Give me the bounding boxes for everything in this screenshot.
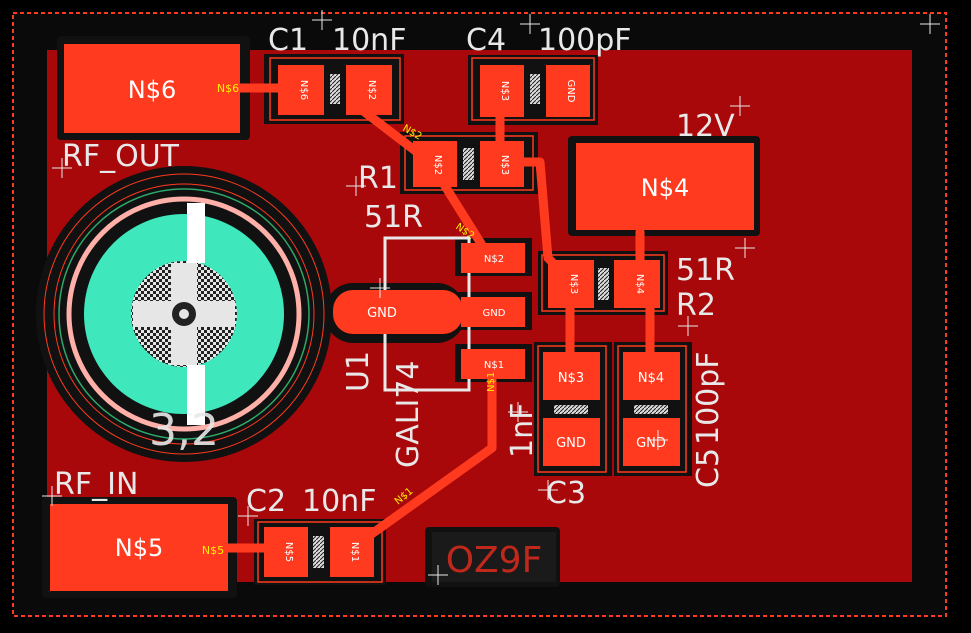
net-label-n6: N$6 — [217, 82, 239, 95]
label-c4: C4 — [466, 23, 506, 58]
r2-pad-b: N$4 — [634, 274, 645, 294]
c2-pad-b: N$1 — [349, 542, 360, 562]
component-c3[interactable]: N$3 GND — [537, 345, 607, 473]
label-c5: C5 — [691, 448, 726, 488]
component-c2[interactable]: N$5 N$1 — [257, 521, 383, 583]
label-c5-value: 100pF — [691, 351, 726, 445]
label-r2: R2 — [676, 288, 716, 323]
v12-connector[interactable]: N$4 — [576, 143, 754, 230]
logo-oz9f: OZ9F — [432, 532, 556, 582]
mount-hole-label: 3,2 — [149, 405, 219, 456]
c5-pad-b: GND — [636, 436, 666, 451]
c4-pad-b: GND — [565, 80, 576, 103]
label-c4-value: 100pF — [538, 23, 632, 58]
component-c5[interactable]: N$4 GND — [617, 345, 687, 473]
label-r2-value: 51R — [676, 253, 735, 288]
u1-pad-out: N$1 — [484, 360, 504, 371]
mounting-hole[interactable]: 3,2 — [43, 173, 325, 456]
component-u1[interactable]: GND N$2 GND N$1 — [333, 236, 525, 392]
component-c1[interactable]: N$6 N$2 — [269, 57, 401, 121]
label-c3: C3 — [546, 476, 586, 511]
r2-pad-a: N$3 — [568, 274, 579, 294]
label-c2-value: 10nF — [302, 484, 376, 519]
label-u1: U1 — [341, 351, 376, 392]
c4-pad-a: N$3 — [499, 81, 510, 101]
label-r1: R1 — [358, 161, 398, 196]
label-c3-value: 1nF — [505, 403, 540, 458]
net-label-n1: N$1 — [486, 372, 497, 392]
c5-pad-a: N$4 — [638, 371, 664, 386]
logo-text: OZ9F — [446, 540, 543, 581]
label-rf-in: RF_IN — [54, 467, 138, 502]
origin-crosshairs — [42, 10, 940, 585]
r1-pad-a: N$2 — [432, 155, 443, 175]
u1-pad-gnd: GND — [483, 308, 506, 319]
v12-pad-label: N$4 — [641, 174, 690, 202]
label-c1: C1 — [268, 23, 308, 58]
trace-n1 — [347, 357, 497, 553]
r1-pad-b: N$3 — [499, 155, 510, 175]
rf-out-connector[interactable]: N$6 N$6 — [64, 44, 240, 133]
rf-in-connector[interactable]: N$5 N$5 — [50, 504, 228, 591]
u1-pad-gnd-big: GND — [367, 306, 397, 321]
label-12v: 12V — [676, 109, 735, 144]
c3-pad-b: GND — [556, 436, 586, 451]
c3-pad-a: N$3 — [558, 371, 584, 386]
label-r1-value: 51R — [364, 200, 423, 235]
rf-in-pad-label: N$5 — [115, 534, 164, 562]
label-rf-out: RF_OUT — [62, 139, 180, 174]
c1-pad-a: N$6 — [298, 80, 309, 100]
label-c2: C2 — [246, 484, 286, 519]
rf-out-pad-label: N$6 — [128, 76, 177, 104]
c1-pad-b: N$2 — [366, 80, 377, 100]
component-c4[interactable]: N$3 GND — [471, 57, 595, 121]
c2-pad-a: N$5 — [283, 542, 294, 562]
label-u1-value: GALI74 — [391, 360, 426, 468]
net-label-n5: N$5 — [202, 544, 224, 557]
label-c1-value: 10nF — [332, 23, 406, 58]
component-r2[interactable]: N$3 N$4 — [541, 254, 665, 312]
u1-pad-in: N$2 — [484, 254, 504, 265]
